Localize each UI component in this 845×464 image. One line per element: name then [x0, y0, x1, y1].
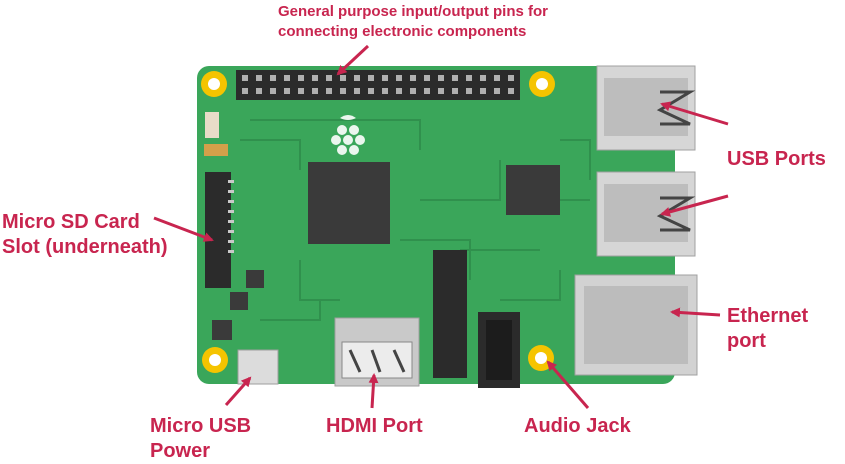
ethernet-label-line1: Ethernet [727, 305, 809, 327]
gpio-pin [242, 88, 248, 94]
ethernet-connector [574, 274, 698, 376]
microsd-arrow [153, 216, 214, 242]
gpio-pin [508, 88, 514, 94]
mount-hole-bottom-right [528, 345, 554, 371]
gpio-pin [508, 75, 514, 81]
raspberry-logo [331, 115, 365, 155]
gpio-arrow [336, 44, 370, 76]
small-chip [212, 320, 232, 340]
gpio-label-line1: General purpose input/output pins for [278, 3, 548, 20]
gpio-pin [438, 75, 444, 81]
gpio-pin [284, 88, 290, 94]
ethernet-label-line2: port [727, 330, 766, 352]
audio-jack-label: Audio Jack [524, 415, 631, 437]
microsd-label-line1: Micro SD Card [2, 211, 140, 233]
gpio-pin [480, 88, 486, 94]
usb-arrow-top [660, 101, 729, 126]
gpio-pin [284, 75, 290, 81]
micro-usb-label: Micro USB Power [150, 414, 251, 464]
usb-controller-chip [506, 165, 560, 215]
microsd-slot [205, 172, 234, 288]
gpio-pin [410, 75, 416, 81]
gpio-pin [368, 75, 374, 81]
usb-arrow-bottom [660, 194, 729, 217]
mount-hole-bottom-left [202, 347, 228, 373]
gpio-pin [242, 75, 248, 81]
gpio-pin [424, 88, 430, 94]
gpio-pin [312, 75, 318, 81]
gpio-label: General purpose input/output pins for co… [278, 2, 548, 41]
gpio-label-line2: connecting electronic components [278, 22, 527, 40]
gpio-pin [298, 88, 304, 94]
gpio-pin [368, 88, 374, 94]
soc-chip [308, 162, 390, 244]
hdmi-label: HDMI Port [326, 415, 423, 437]
ethernet-arrow [670, 307, 721, 318]
gpio-pin [326, 88, 332, 94]
gpio-pin [452, 75, 458, 81]
micro-usb-label-line2: Power [150, 440, 211, 462]
gpio-pin [480, 75, 486, 81]
ethernet-label: Ethernet port [727, 304, 808, 354]
mount-hole-top-left [201, 71, 227, 97]
gpio-pin [424, 75, 430, 81]
gpio-pin [466, 88, 472, 94]
hdmi-arrow [368, 373, 379, 409]
hdmi-connector [334, 317, 420, 387]
microsd-label-line2: Slot (underneath) [2, 236, 168, 258]
gpio-pin [354, 75, 360, 81]
camera-connector [433, 250, 467, 378]
audio-jack-connector [478, 312, 520, 388]
gpio-pin [256, 88, 262, 94]
audio-arrow [546, 360, 590, 409]
small-chip [246, 270, 264, 288]
gpio-pin [270, 75, 276, 81]
gpio-header [236, 70, 520, 100]
gpio-pin [494, 88, 500, 94]
circuit-board [197, 66, 675, 384]
gpio-pin [438, 88, 444, 94]
gpio-pin [270, 88, 276, 94]
gpio-pin [396, 75, 402, 81]
gpio-pin [494, 75, 500, 81]
gpio-pin [354, 88, 360, 94]
gpio-pin [382, 75, 388, 81]
micro-usb-arrow [224, 376, 252, 406]
micro-usb-connector [237, 349, 279, 385]
gpio-pin [256, 75, 262, 81]
small-chip [230, 292, 248, 310]
gpio-pin [312, 88, 318, 94]
micro-usb-label-line1: Micro USB [150, 415, 252, 437]
gpio-pin [340, 75, 346, 81]
gpio-pin [466, 75, 472, 81]
microsd-label: Micro SD Card Slot (underneath) [2, 210, 168, 260]
usb-port-bottom [596, 171, 696, 257]
small-pads [204, 144, 228, 156]
gpio-pin [326, 75, 332, 81]
gpio-pin [340, 88, 346, 94]
usb-ports-label: USB Ports [727, 148, 826, 170]
gpio-pin [410, 88, 416, 94]
led-component [205, 112, 219, 138]
gpio-pin [382, 88, 388, 94]
gpio-pin [396, 88, 402, 94]
gpio-pin [298, 75, 304, 81]
gpio-pin [452, 88, 458, 94]
mount-hole-top-right [529, 71, 555, 97]
